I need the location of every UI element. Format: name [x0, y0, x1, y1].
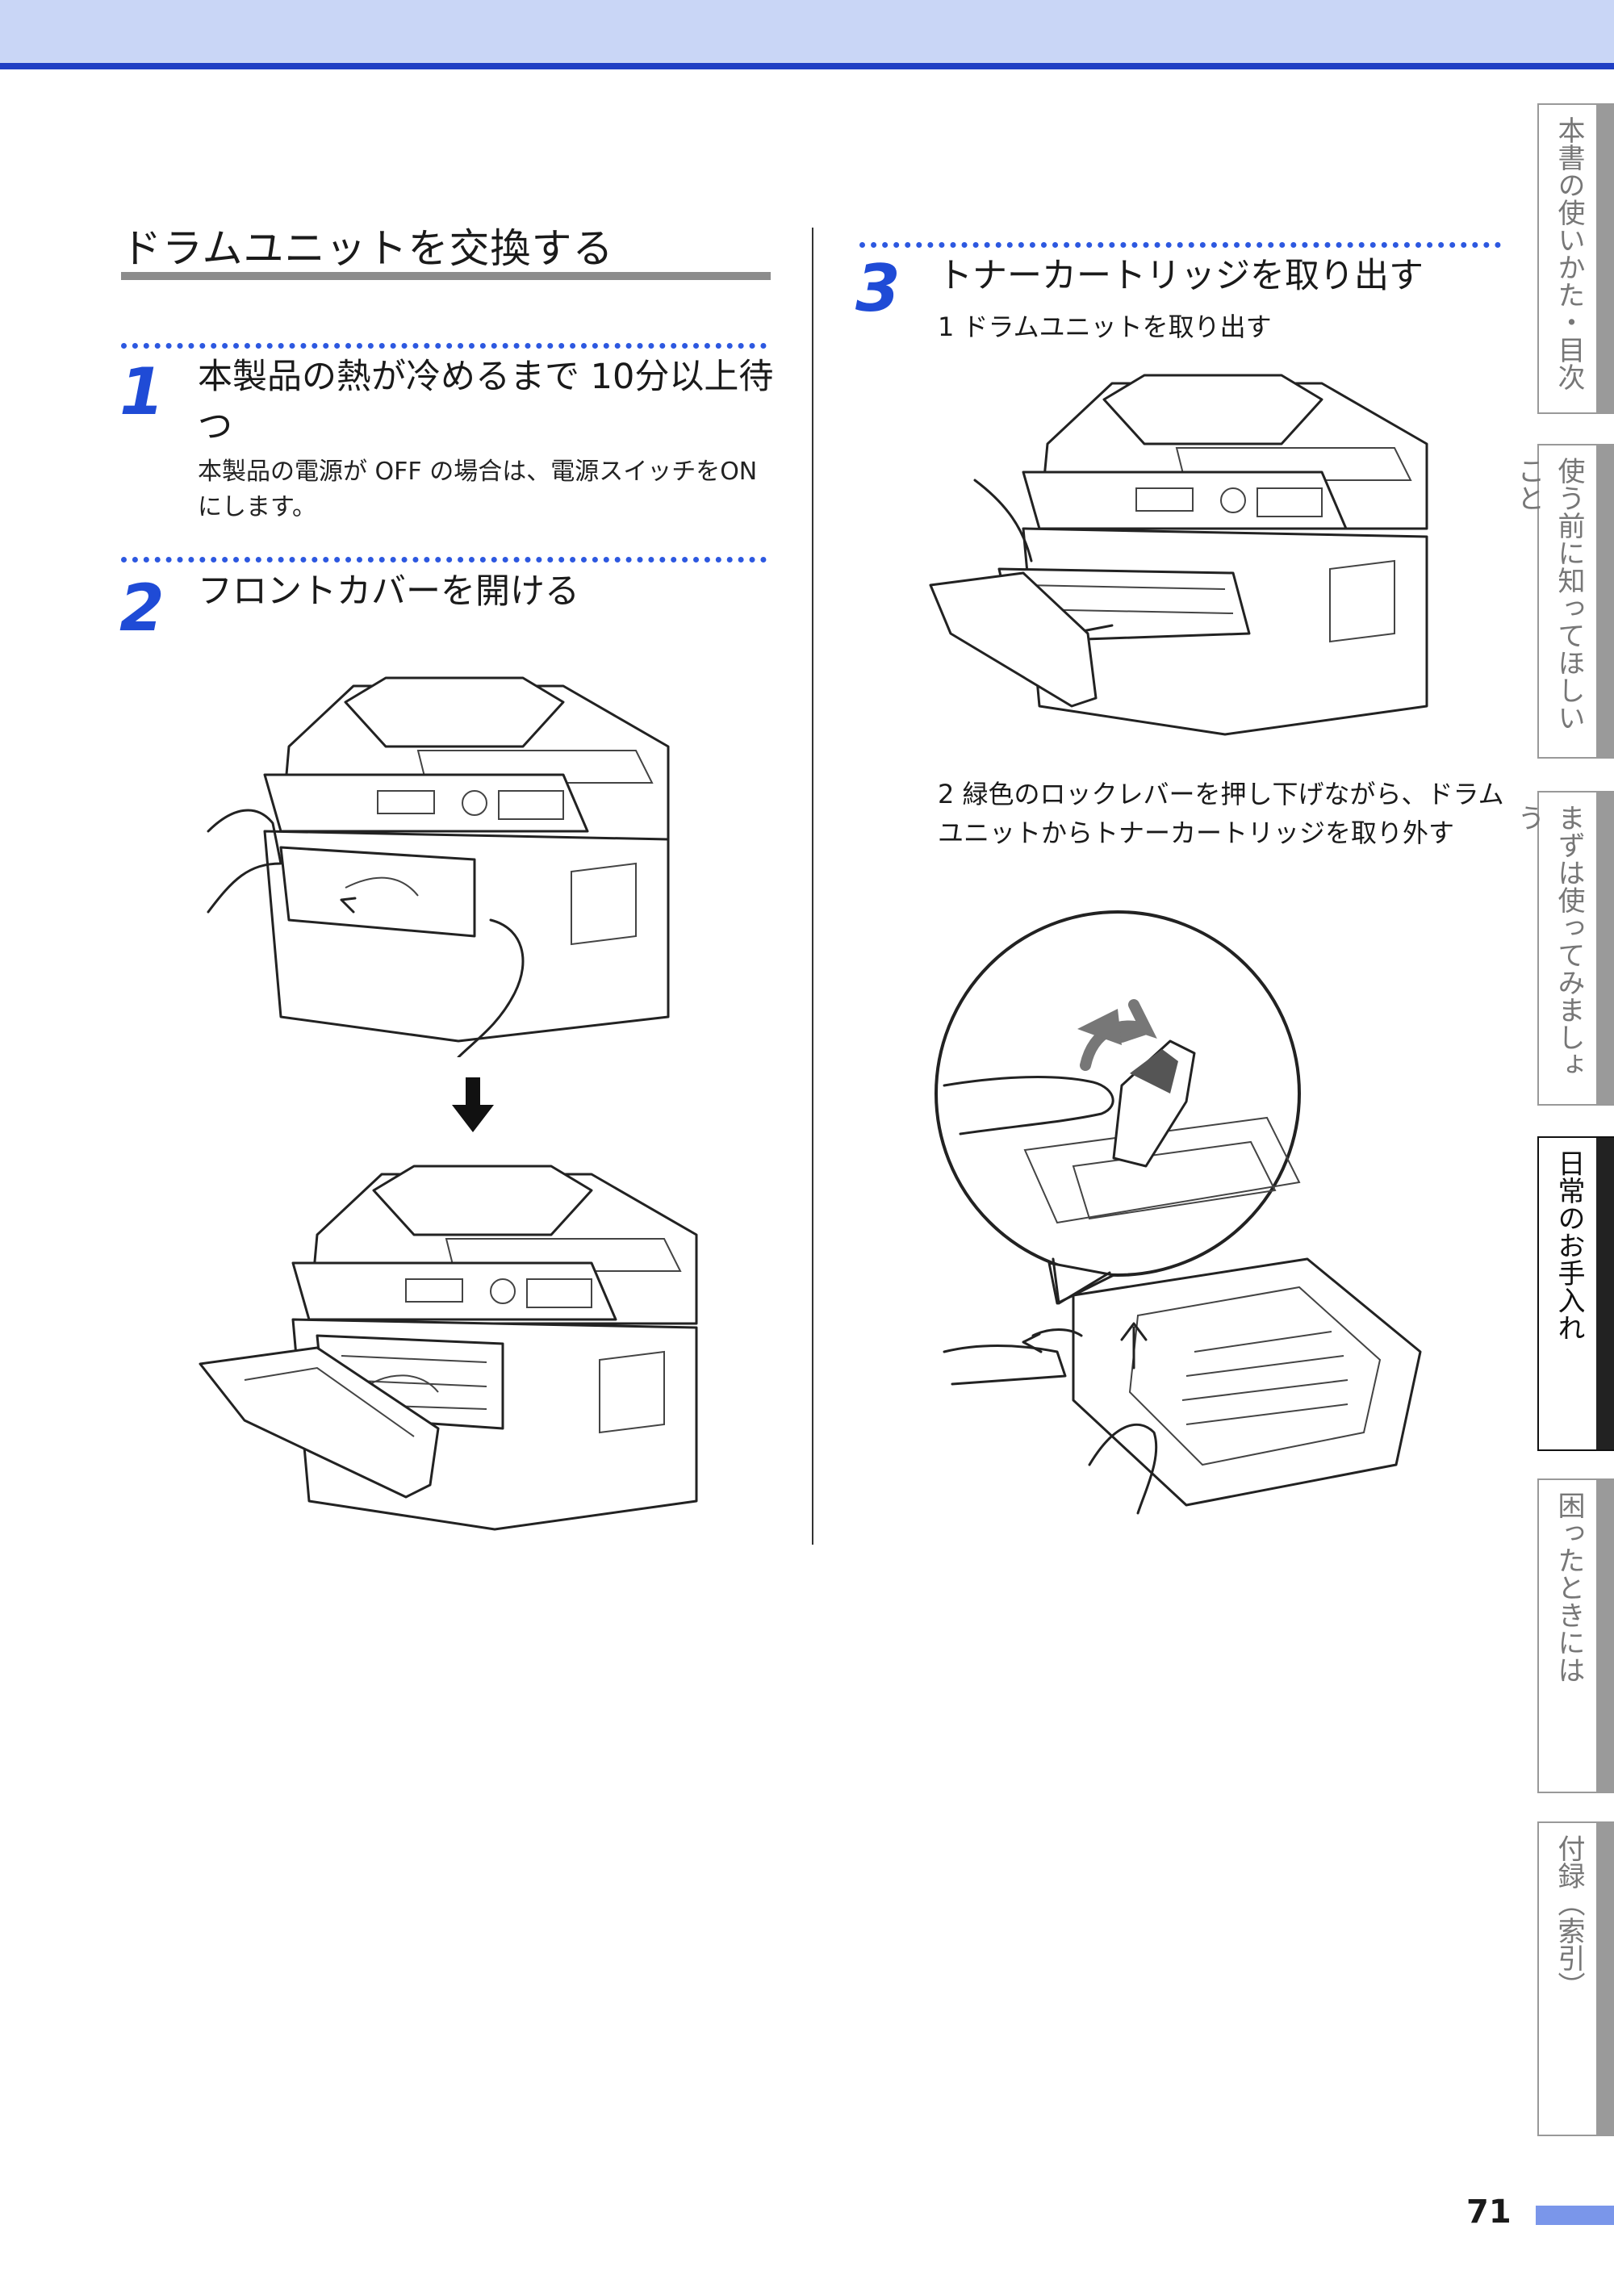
- header-line: [0, 63, 1614, 69]
- side-tab-before-use[interactable]: 使う前に知ってほしいこと: [1512, 444, 1614, 759]
- side-tab-label: 使う前に知ってほしいこと: [1512, 457, 1585, 731]
- step-3-title: トナーカートリッジを取り出す: [938, 256, 1424, 296]
- side-tab-maintenance[interactable]: 日常のお手入れ: [1537, 1136, 1614, 1451]
- column-divider: [812, 228, 813, 1545]
- side-tab-getting-started[interactable]: まずは使ってみましょう: [1512, 791, 1614, 1106]
- side-tab-label: 困ったときには: [1553, 1491, 1585, 1683]
- side-tab-appendix[interactable]: 付録（索引）: [1537, 1821, 1614, 2136]
- side-tab-guide[interactable]: 本書の使いかた・目次: [1537, 103, 1614, 414]
- printer-open-illustration: [196, 1162, 713, 1541]
- side-tab-label: まずは使ってみましょう: [1512, 804, 1585, 1078]
- side-tab-label: 日常のお手入れ: [1553, 1149, 1585, 1341]
- step-3-number: 3: [855, 251, 901, 326]
- step-1-body: 本製品の電源が OFF の場合は、電源スイッチをONにします。: [198, 458, 758, 521]
- section-title: ドラムユニットを交換する: [121, 225, 614, 272]
- section-rule: [121, 272, 771, 280]
- side-tab-troubleshooting[interactable]: 困ったときには: [1537, 1478, 1614, 1793]
- step-1-dotted-rule: [121, 343, 767, 349]
- drum-removal-illustration: [926, 367, 1443, 747]
- page-accent-bar: [1536, 2206, 1614, 2225]
- step-1-title: 本製品の熱が冷めるまで 10分以上待つ: [198, 357, 774, 447]
- step-2-dotted-rule: [121, 557, 767, 562]
- side-tab-label: 付録（索引）: [1553, 1834, 1585, 1999]
- step-1-number: 1: [119, 354, 165, 429]
- step-2-number: 2: [119, 571, 165, 646]
- step-3-substep-1: 1 ドラムユニットを取り出す: [938, 312, 1272, 342]
- side-tab-label: 本書の使いかた・目次: [1553, 116, 1585, 391]
- step-3-dotted-rule: [859, 242, 1501, 248]
- step-3-substep-2: 2 緑色のロックレバーを押し下げながら、ドラムユニットからトナーカートリッジを取…: [938, 779, 1504, 848]
- down-arrow-icon: [449, 1077, 497, 1134]
- page-number: 71: [1466, 2194, 1512, 2231]
- printer-closed-illustration: [184, 670, 709, 1057]
- step-2-title: フロントカバーを開ける: [198, 571, 579, 612]
- lock-lever-illustration: [928, 900, 1428, 1545]
- header-band: [0, 0, 1614, 63]
